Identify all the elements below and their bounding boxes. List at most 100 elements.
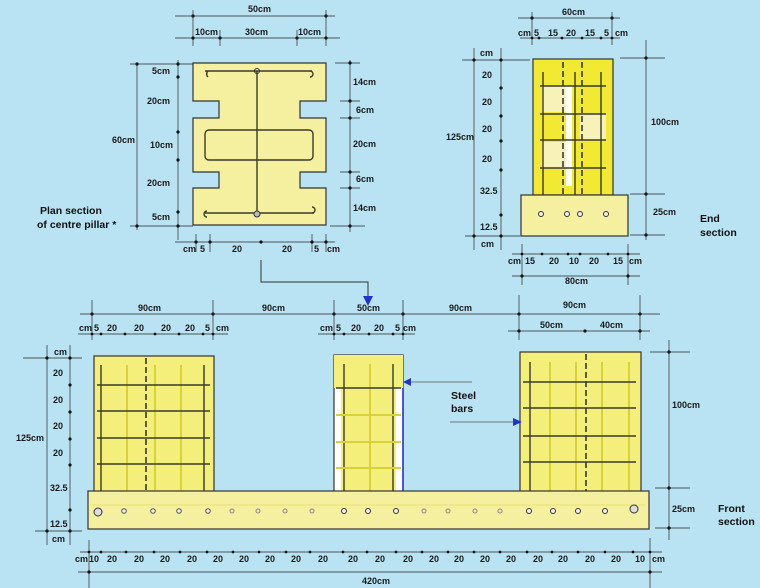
front-left-part: 32.5 [50, 483, 68, 493]
plan-left-part: 20cm [147, 96, 170, 106]
front-left-part: 12.5 [50, 519, 68, 529]
plan-top-part: 10cm [195, 27, 218, 37]
end-top-part: 5 [604, 28, 609, 38]
end-top-total: 60cm [562, 7, 585, 17]
plan-bottom-part: 5 [200, 244, 205, 254]
end-bottom-part: 20 [589, 256, 599, 266]
end-top-part: 15 [548, 28, 558, 38]
plan-right-part: 14cm [353, 77, 376, 87]
plan-right-part: 6cm [356, 105, 374, 115]
end-bottom-part: 10 [569, 256, 579, 266]
end-left-total: 125cm [446, 132, 474, 142]
front-right-lower: 25cm [672, 504, 695, 514]
plan-left-part: 5cm [152, 66, 170, 76]
end-section-title: End [700, 213, 720, 225]
end-bottom-part: cm [629, 256, 642, 266]
end-left-part: 12.5 [480, 222, 498, 232]
front-top-span: 90cm [449, 303, 472, 313]
end-section: 60cm cm 5 15 20 15 5 cm [446, 7, 737, 286]
front-centre-pillar-part: 20 [351, 323, 361, 333]
end-left-part: cm [481, 239, 494, 249]
front-right-pillar-part: 40cm [600, 320, 623, 330]
front-right-upper: 100cm [672, 400, 700, 410]
plan-top-part: 10cm [298, 27, 321, 37]
front-left-pillar-part: 20 [161, 323, 171, 333]
front-bottom-part: 20 [558, 554, 568, 564]
front-right-pillar-part: 50cm [540, 320, 563, 330]
end-bottom-part: 15 [525, 256, 535, 266]
front-left-part: cm [54, 347, 67, 357]
end-top-part: cm [518, 28, 531, 38]
front-bottom-part: 20 [480, 554, 490, 564]
front-top-span: 90cm [138, 303, 161, 313]
front-left-pillar-part: 20 [185, 323, 195, 333]
front-bottom-part: cm [652, 554, 665, 564]
plan-bottom-part: 20 [232, 244, 242, 254]
footing-rebar-dots [93, 504, 639, 517]
front-bottom-part: 20 [160, 554, 170, 564]
plan-right-part: 20cm [353, 139, 376, 149]
end-top-part: 15 [585, 28, 595, 38]
front-left-part: 20 [53, 395, 63, 405]
plan-right-part: 14cm [353, 203, 376, 213]
end-bottom-part: 20 [549, 256, 559, 266]
front-bottom-part: 20 [187, 554, 197, 564]
end-left-part: 32.5 [480, 186, 498, 196]
front-bottom-part: 20 [506, 554, 516, 564]
end-left-part: 20 [482, 124, 492, 134]
plan-left-part: 10cm [150, 140, 173, 150]
plan-section-title: Plan section [40, 205, 102, 217]
front-section-title: section [718, 516, 755, 528]
plan-bottom-part: cm [327, 244, 340, 254]
steel-bars-label: bars [451, 403, 473, 415]
front-left-pillar-part: 5 [94, 323, 99, 333]
front-bottom-part: 20 [533, 554, 543, 564]
end-bottom-total: 80cm [565, 276, 588, 286]
plan-bottom-part: cm [183, 244, 196, 254]
end-top-part: 20 [566, 28, 576, 38]
end-top-part: cm [615, 28, 628, 38]
front-bottom-part: 20 [403, 554, 413, 564]
front-top-span: 90cm [563, 300, 586, 310]
end-right-lower: 25cm [653, 207, 676, 217]
end-left-part: 20 [482, 154, 492, 164]
front-left-pillar-part: 20 [134, 323, 144, 333]
front-bottom-part: 20 [318, 554, 328, 564]
front-left-total: 125cm [16, 433, 44, 443]
front-left-part: cm [52, 534, 65, 544]
front-bottom-part: 20 [291, 554, 301, 564]
plan-top-total: 50cm [248, 4, 271, 14]
plan-section: 50cm 10cm 30cm 10cm 5cm 20cm 60cm 1 [37, 4, 376, 306]
front-centre-pillar-part: 20 [374, 323, 384, 333]
end-right-upper: 100cm [651, 117, 679, 127]
front-bottom-first: cm [75, 554, 88, 564]
front-bottom-part: 20 [611, 554, 621, 564]
front-bottom-part: 20 [348, 554, 358, 564]
end-left-part: 20 [482, 70, 492, 80]
front-bottom-part: 20 [239, 554, 249, 564]
front-left-pillar-part: cm [79, 323, 92, 333]
front-centre-pillar-part: cm [403, 323, 416, 333]
front-bottom-part: 20 [429, 554, 439, 564]
arrow-left-icon [403, 378, 411, 386]
plan-left-part: 20cm [147, 178, 170, 188]
front-centre-pillar-part: 5 [336, 323, 341, 333]
front-left-pillar-part: 5 [205, 323, 210, 333]
front-bottom-part: 20 [585, 554, 595, 564]
front-left-pillar-part: cm [216, 323, 229, 333]
end-left-part: 20 [482, 97, 492, 107]
front-bottom-part: 10 [89, 554, 99, 564]
front-left-pillar-part: 20 [107, 323, 117, 333]
front-bottom-part: 20 [265, 554, 275, 564]
plan-left-total: 60cm [112, 135, 135, 145]
plan-bottom-part: 5 [314, 244, 319, 254]
front-top-span: 90cm [262, 303, 285, 313]
bottom-dim-ticks [87, 550, 652, 554]
front-bottom-total: 420cm [362, 576, 390, 586]
end-bottom-part: 15 [613, 256, 623, 266]
end-left-part: cm [480, 48, 493, 58]
plan-left-part: 5cm [152, 212, 170, 222]
front-top-span: 50cm [357, 303, 380, 313]
front-bottom-part: 10 [635, 554, 645, 564]
